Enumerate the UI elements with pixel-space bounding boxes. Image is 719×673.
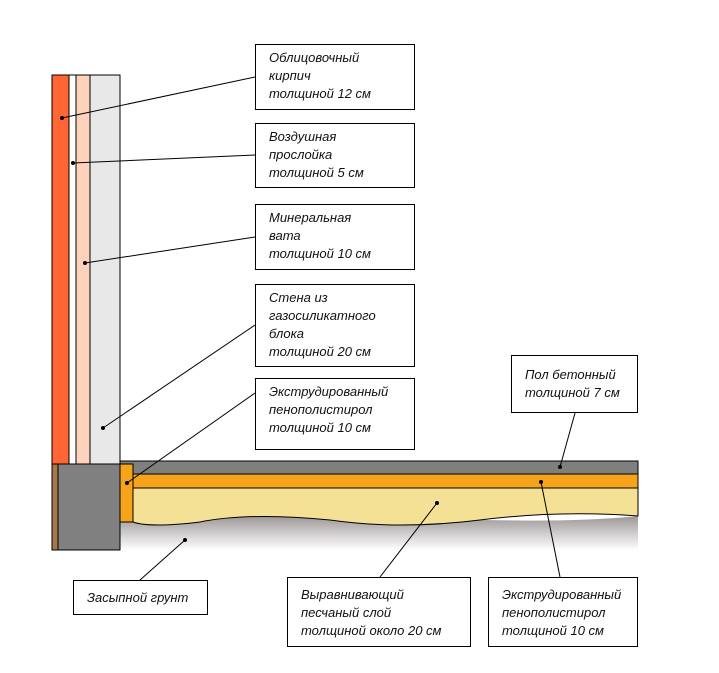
block-wall-layer (89, 74, 121, 465)
label-sand: Выравнивающий песчаный слой толщиной около… (287, 577, 471, 647)
label-line: Выравнивающий (301, 587, 404, 602)
backfill-soil (120, 514, 638, 550)
foundation (57, 463, 121, 551)
label-line: пенополистирол (502, 605, 606, 620)
floor-xps-layer (132, 473, 639, 489)
label-air: Воздушная прослойка толщиной 5 см (255, 123, 415, 188)
label-backfill: Засыпной грунт (73, 580, 208, 615)
label-line: Экструдированный (502, 587, 622, 602)
label-line: толщиной 5 см (269, 165, 364, 180)
label-line: толщиной 7 см (525, 385, 620, 400)
label-line: толщиной 12 см (269, 86, 371, 101)
label-line: толщиной 10 см (269, 246, 371, 261)
leader-lines (61, 76, 576, 581)
label-line: пенополистирол (269, 402, 373, 417)
label-line: Минеральная (269, 210, 352, 225)
label-line: песчаный слой (301, 605, 392, 620)
label-line: толщиной около 20 см (301, 623, 442, 638)
sand-layer (132, 487, 639, 526)
mineral-wool-layer (75, 74, 91, 465)
label-line: Экструдированный (269, 384, 389, 399)
label-line: толщиной 20 см (269, 344, 371, 359)
label-line: толщиной 10 см (269, 420, 371, 435)
label-xps-vertical: Экструдированный пенополистирол толщиной 1… (255, 378, 415, 450)
label-line: толщиной 10 см (502, 623, 604, 638)
label-xps-floor: Экструдированный пенополистирол толщиной 1… (488, 577, 638, 647)
label-line: Пол бетонный (525, 367, 616, 382)
vertical-xps (119, 463, 134, 523)
label-line: блока (269, 326, 304, 341)
label-line: Облицовочный (269, 50, 360, 65)
label-block-wall: Стена из газосиликатного блока толщиной 20 … (255, 284, 415, 367)
leader-dots (60, 116, 562, 542)
air-gap (68, 74, 77, 465)
label-line: Засыпной грунт (87, 590, 189, 605)
foundation-edge (51, 463, 59, 551)
label-line: кирпич (269, 68, 311, 83)
label-line: вата (269, 228, 301, 243)
label-brick: Облицовочный кирпич толщиной 12 см (255, 44, 415, 110)
brick-layer (51, 74, 70, 465)
label-line: Стена из (269, 290, 328, 305)
label-line: Воздушная (269, 129, 337, 144)
label-line: газосиликатного (269, 308, 376, 323)
label-mineral-wool: Минеральная вата толщиной 10 см (255, 204, 415, 270)
label-line: прослойка (269, 147, 333, 162)
label-concrete-floor: Пол бетонный толщиной 7 см (511, 355, 638, 413)
